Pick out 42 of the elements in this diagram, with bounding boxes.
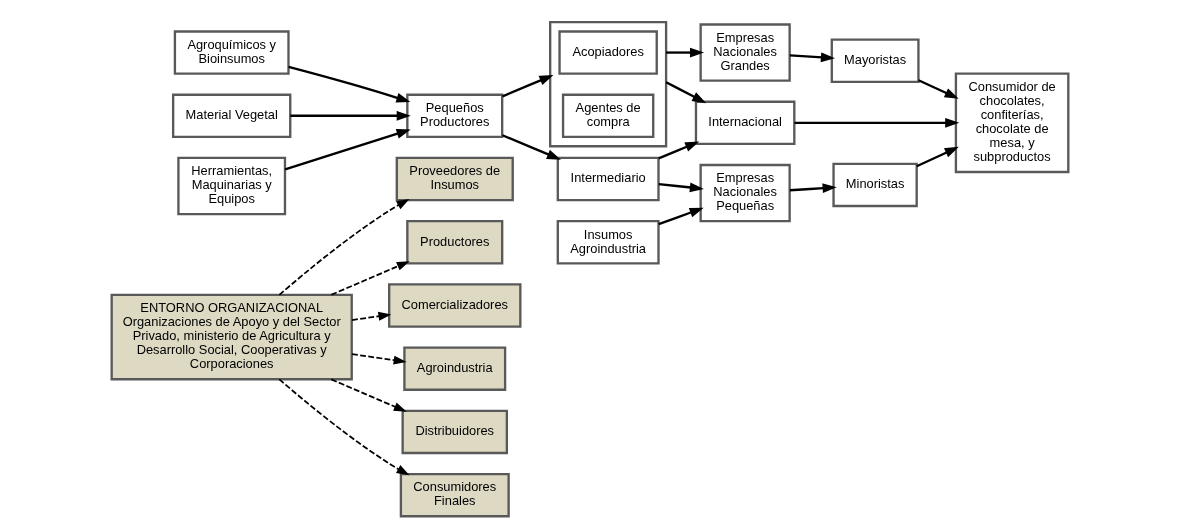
node-box: Minoristas <box>831 162 918 208</box>
node-box: Herramientas, Maquinarias y Equipos <box>176 156 286 216</box>
arrow <box>657 141 699 160</box>
node-box: Comercializadores <box>387 283 521 328</box>
node-box: Material Vegetal <box>171 93 291 139</box>
arrow <box>665 81 706 104</box>
node-box: Proveedores de Insumos <box>395 156 514 202</box>
node-box: Acopiadores <box>557 30 658 75</box>
arrow <box>284 129 411 171</box>
arrow <box>501 74 553 98</box>
arrow <box>501 134 561 160</box>
node-box: Insumos Agroindustria <box>556 220 660 265</box>
arrow <box>278 378 409 476</box>
arrow <box>789 183 837 194</box>
arrow <box>789 52 835 63</box>
arrow <box>794 117 959 128</box>
node-box: Pequeños Productores <box>405 93 503 139</box>
node-box: Distribuidores <box>400 409 508 455</box>
node-box: Consumidor de chocolates, confiterías, chocolate de mesa, y subproductos <box>954 72 1069 174</box>
node-box: Agroquímicos y Bioinsumos <box>173 30 290 75</box>
arrow <box>350 353 407 365</box>
arrow <box>657 207 704 226</box>
arrow <box>329 378 407 412</box>
node-box: Empresas Nacionales Pequeñas <box>699 163 791 223</box>
arrow <box>665 47 704 58</box>
node-box: Empresas Nacionales Grandes <box>699 23 791 82</box>
arrow <box>289 110 411 121</box>
node-box: ENTORNO ORGANIZACIONAL Organizaciones de Apoyo y del Sector Privado, ministerio de Agricultura y Desarrollo Social, Cooperativas y Corporaciones <box>110 293 353 381</box>
arrow <box>917 79 959 99</box>
arrow <box>658 182 704 193</box>
node-box: Productores <box>405 220 503 265</box>
node-box: Consumidores Finales <box>399 472 510 518</box>
node-box: Mayoristas <box>830 38 920 83</box>
cluster <box>548 20 667 148</box>
node-box: Intermediario <box>556 156 660 202</box>
arrow <box>287 65 410 103</box>
arrow <box>350 311 391 321</box>
arrow <box>329 261 410 296</box>
node-box: Agroindustria <box>402 346 506 391</box>
node-box: Agentes de compra <box>561 93 654 139</box>
arrow <box>915 146 959 168</box>
node-box: Internacional <box>694 100 795 146</box>
